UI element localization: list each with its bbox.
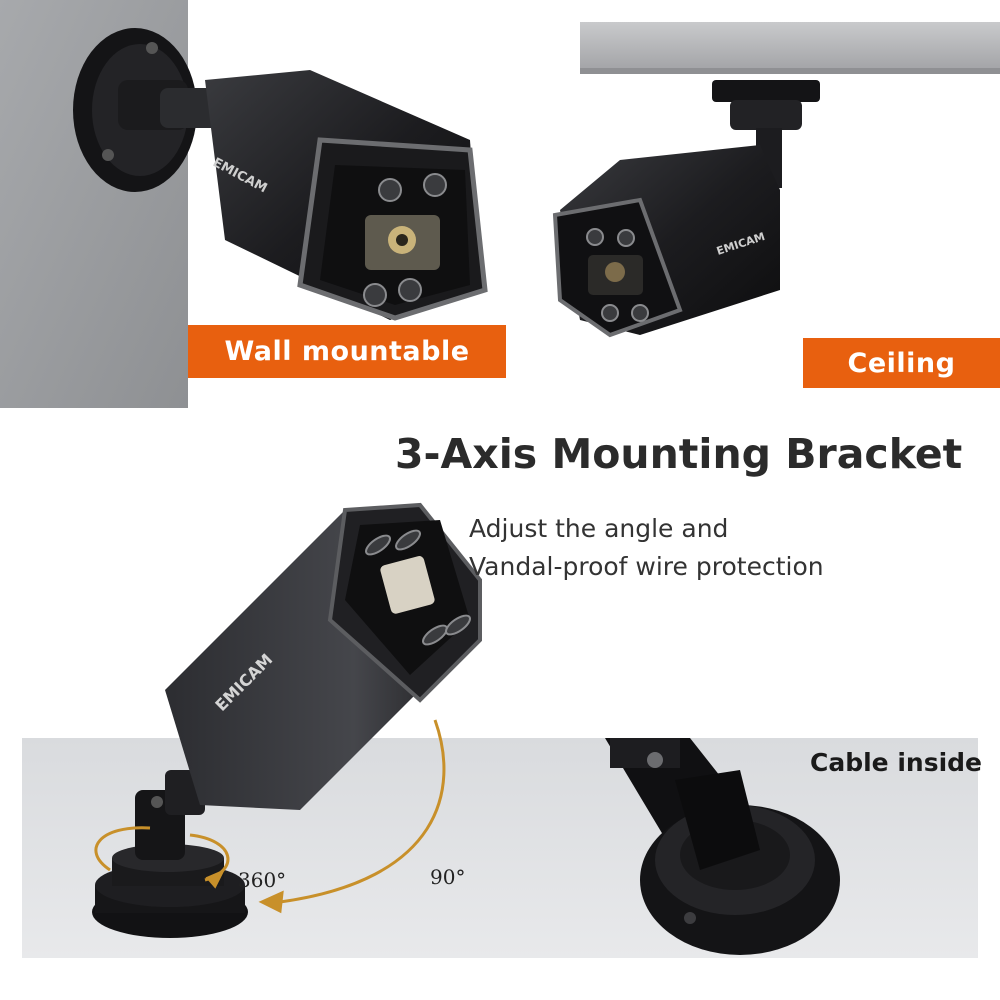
rotation-360-label: 360° <box>238 868 287 892</box>
ceiling-scene: EMICAM <box>552 22 1000 338</box>
cable-mount-closeup <box>605 738 840 955</box>
subtitle-line-1: Adjust the angle and <box>469 514 729 543</box>
cable-inside-label: Cable inside <box>810 748 983 777</box>
main-camera: EMICAM <box>92 502 482 938</box>
tilt-90-label: 90° <box>430 865 466 889</box>
ceiling-label: Ceiling <box>803 338 1000 388</box>
wall-scene: EMICAM <box>0 0 488 408</box>
page-heading: 3-Axis Mounting Bracket <box>395 430 963 478</box>
rotation-arrows <box>94 719 446 914</box>
subtitle-line-2: Vandal-proof wire protection <box>469 552 824 581</box>
wall-mountable-label: Wall mountable <box>188 325 506 378</box>
